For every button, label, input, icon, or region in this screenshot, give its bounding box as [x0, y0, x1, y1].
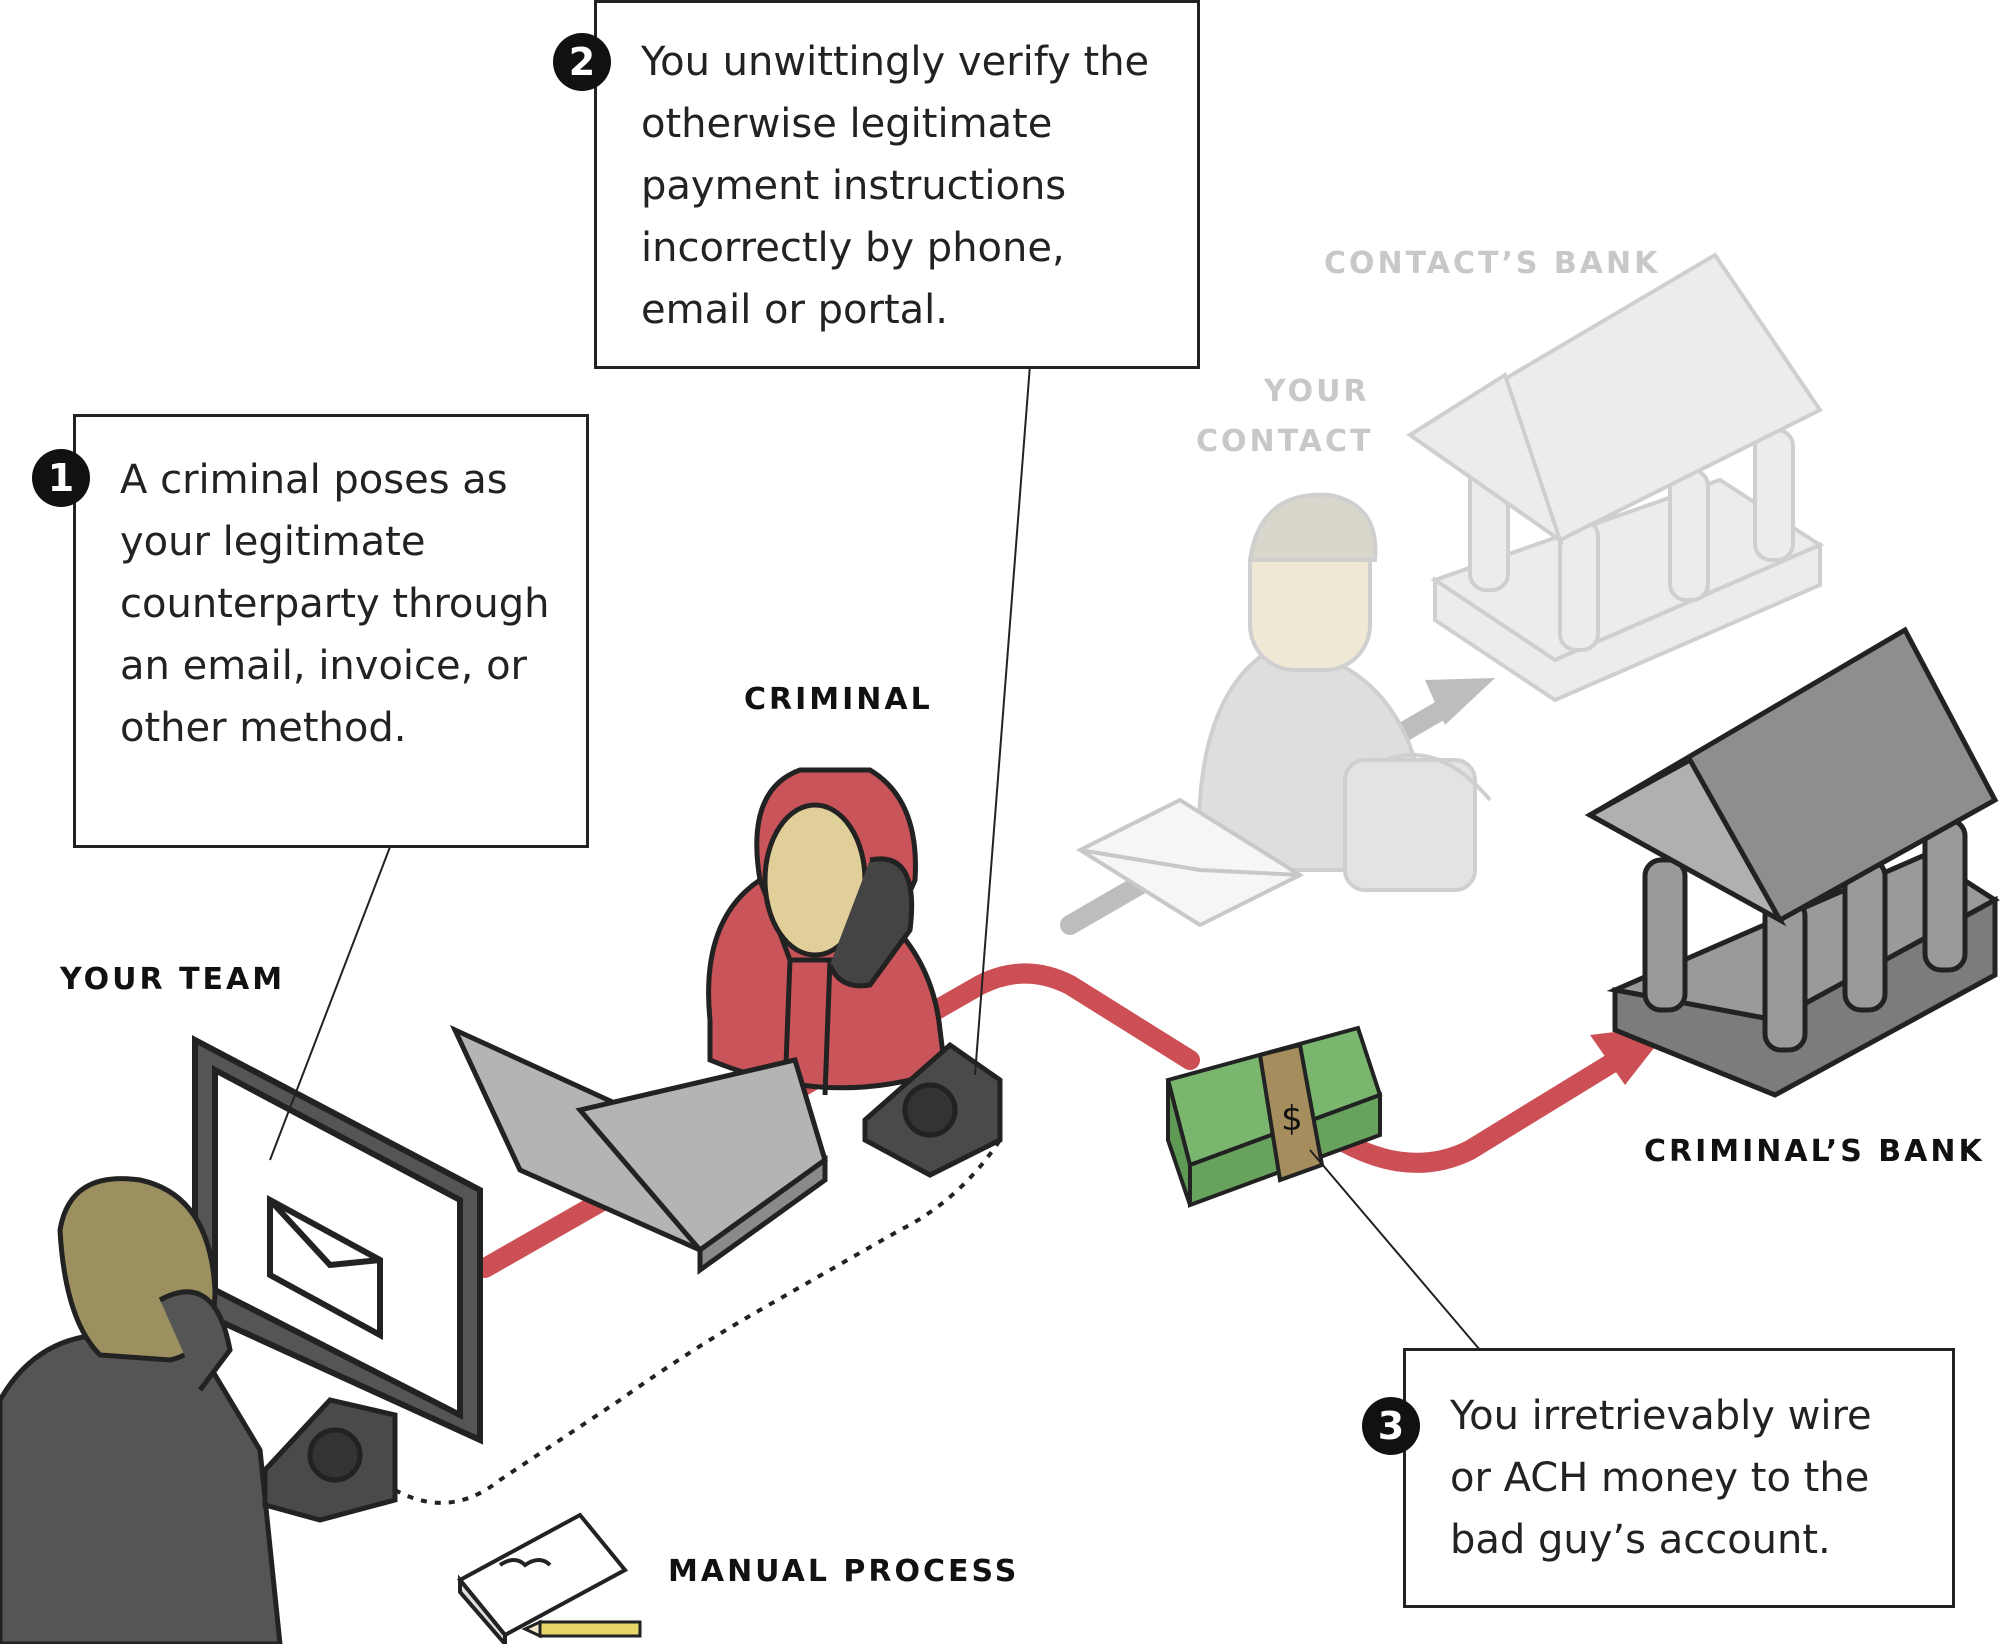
computer-monitor [195, 1040, 480, 1440]
step-1-text: A criminal poses as your legitimate coun… [120, 449, 560, 759]
callout-step-2: 2 You unwittingly verify the otherwise l… [594, 0, 1200, 369]
step-3-number: 3 [1362, 1397, 1420, 1455]
step-3-text: You irretrievably wire or ACH money to t… [1450, 1385, 1920, 1571]
team-desk-phone [265, 1400, 395, 1520]
label-criminal: CRIMINAL [744, 682, 933, 717]
dollar-sign: $ [1281, 1099, 1303, 1139]
pencil-icon [525, 1622, 640, 1636]
callout-step-1: 1 A criminal poses as your legitimate co… [73, 414, 589, 848]
label-your-contact-line1: YOUR [1264, 374, 1370, 409]
criminals-bank-icon [1590, 630, 1995, 1095]
laptop-icon [455, 1030, 825, 1270]
label-manual-process: MANUAL PROCESS [668, 1554, 1019, 1589]
criminal-person [709, 770, 945, 1095]
cash-stack-icon [1168, 1028, 1380, 1205]
label-your-team: YOUR TEAM [60, 962, 285, 997]
contacts-bank-icon [1410, 255, 1820, 700]
label-criminals-bank: CRIMINAL’S BANK [1644, 1134, 1985, 1169]
label-your-contact-line2: CONTACT [1196, 424, 1373, 459]
callout-step-3: 3 You irretrievably wire or ACH money to… [1403, 1348, 1955, 1608]
label-contacts-bank: CONTACT’S BANK [1324, 246, 1660, 281]
step-2-text: You unwittingly verify the otherwise leg… [641, 31, 1181, 341]
step-2-number: 2 [553, 33, 611, 91]
step-1-number: 1 [32, 449, 90, 507]
